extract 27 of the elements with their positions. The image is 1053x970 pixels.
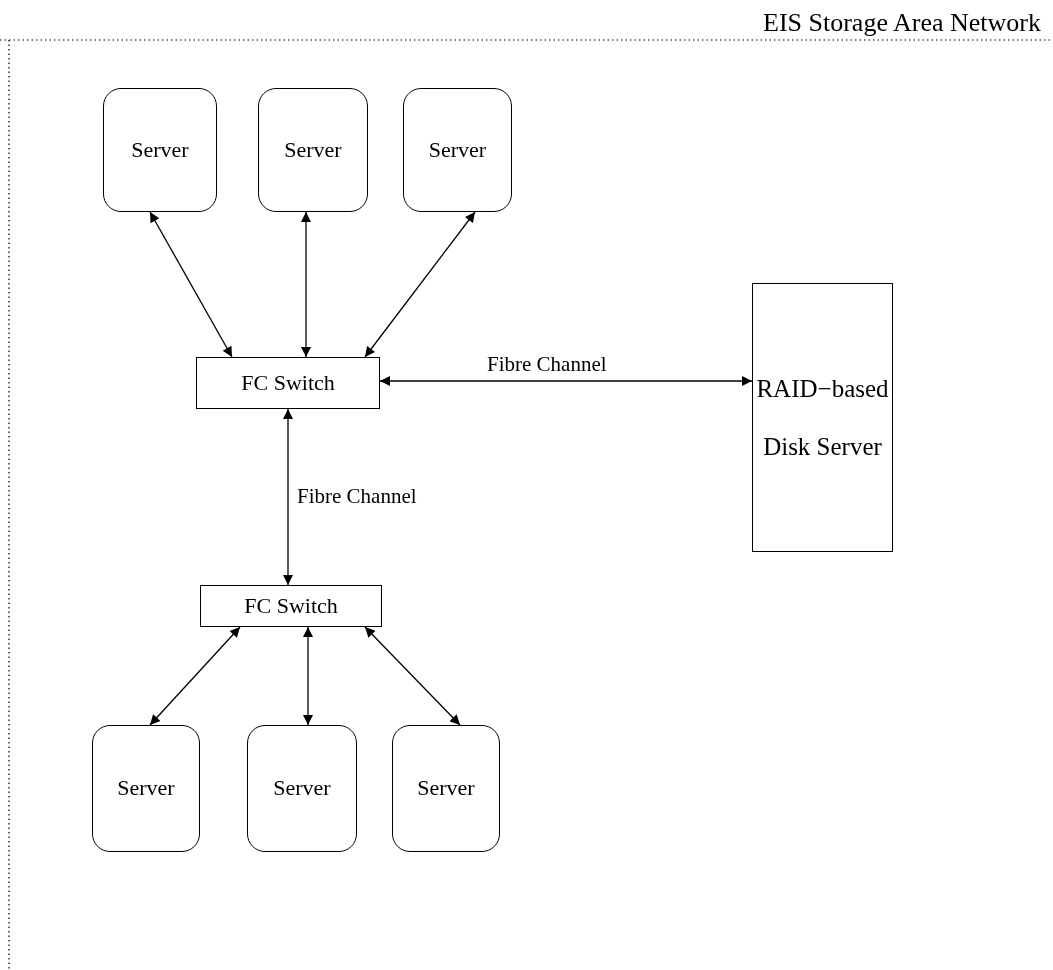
arrow [364, 211, 476, 358]
diagram-title: EIS Storage Area Network [763, 8, 1041, 38]
disk-server-box [752, 283, 893, 552]
server-box [403, 88, 512, 212]
arrow [149, 211, 233, 358]
server-box [247, 725, 357, 852]
node-label: RAID−based Disk Server [756, 374, 889, 462]
node-label: Server [428, 136, 487, 164]
server-box [392, 725, 500, 852]
server-box [258, 88, 368, 212]
node-label: Server [284, 136, 342, 164]
node-label: Server [131, 136, 189, 164]
node-label: FC Switch [244, 592, 338, 620]
node-label: FC Switch [241, 369, 335, 397]
switch-box [200, 585, 382, 627]
arrow [303, 626, 313, 726]
arrow [364, 626, 461, 726]
arrow [149, 626, 241, 726]
server-box [103, 88, 217, 212]
node-label: Server [273, 775, 331, 802]
node-label: Server [117, 775, 175, 802]
arrow [301, 211, 311, 358]
server-box [92, 725, 200, 852]
switch-box [196, 357, 380, 409]
arrow [379, 376, 753, 386]
node-label: Server [417, 775, 475, 802]
arrow [283, 408, 293, 586]
